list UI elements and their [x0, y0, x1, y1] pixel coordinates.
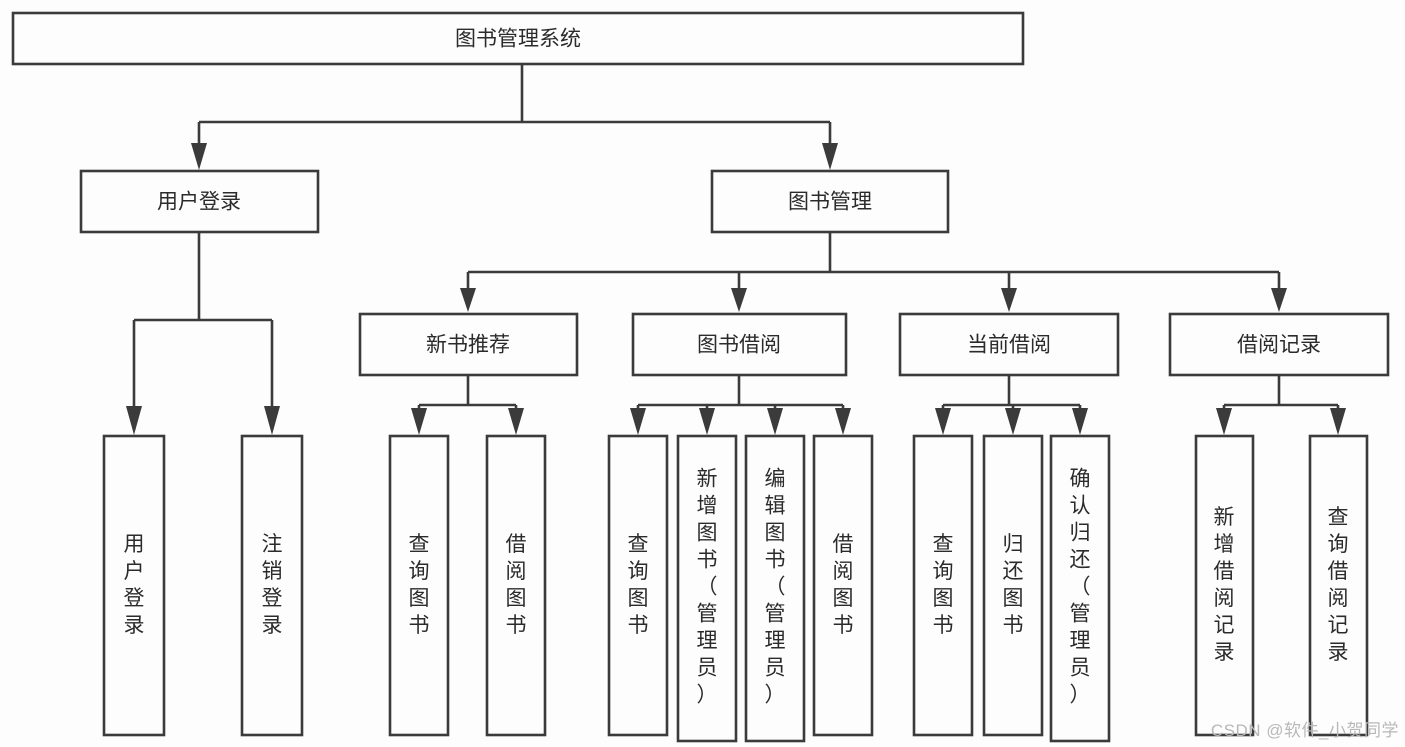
- node-leaf-query-borrow-record-label: 查询借阅记录: [1328, 506, 1349, 664]
- arrow-to-leaf-borrow-book-1: [508, 408, 524, 435]
- arrow-to-leaf-edit-book-admin: [767, 408, 783, 435]
- edge-layer: [126, 64, 1346, 435]
- arrow-to-leaf-add-book-admin: [699, 408, 715, 435]
- node-leaf-return-book-label: 归还图书: [1003, 533, 1024, 637]
- node-leaf-confirm-return-admin-box[interactable]: [1049, 434, 1111, 743]
- node-leaf-add-book-admin[interactable]: 新增图书（管理员）: [676, 434, 738, 743]
- node-leaf-user-login-label: 用户登录: [124, 533, 145, 637]
- arrow-to-leaf-query-book-2: [630, 408, 646, 435]
- node-leaf-query-book-3-label: 查询图书: [933, 533, 954, 637]
- node-leaf-query-book-2[interactable]: 查询图书: [607, 434, 669, 737]
- node-leaf-logout-login[interactable]: 注销登录: [240, 434, 304, 737]
- node-book-borrow-label: 图书借阅: [697, 334, 781, 357]
- node-borrow-record[interactable]: 借阅记录: [1168, 312, 1390, 377]
- node-book-manage[interactable]: 图书管理: [710, 169, 950, 234]
- arrow-to-leaf-logout-login: [264, 406, 280, 435]
- node-leaf-return-book-box[interactable]: [982, 434, 1044, 737]
- node-current-borrow-label: 当前借阅: [967, 334, 1051, 357]
- node-leaf-borrow-book-2[interactable]: 借阅图书: [812, 434, 874, 737]
- node-leaf-edit-book-admin[interactable]: 编辑图书（管理员）: [744, 434, 806, 743]
- arrow-to-leaf-query-book-3: [935, 408, 951, 435]
- node-leaf-confirm-return-admin-label: 确认归还（管理员）: [1070, 468, 1091, 707]
- arrow-to-leaf-query-borrow-record: [1330, 408, 1346, 435]
- node-user-login[interactable]: 用户登录: [79, 169, 320, 234]
- node-leaf-query-borrow-record-box[interactable]: [1308, 434, 1369, 737]
- node-current-borrow-box[interactable]: [898, 312, 1120, 377]
- arrow-to-book-borrow: [731, 288, 747, 312]
- node-new-book-rec-box[interactable]: [358, 312, 579, 377]
- node-leaf-add-borrow-record-label: 新增借阅记录: [1214, 506, 1235, 664]
- node-leaf-edit-book-admin-box[interactable]: [744, 434, 806, 743]
- arrow-to-current-borrow: [1001, 288, 1017, 312]
- node-leaf-borrow-book-2-label: 借阅图书: [833, 533, 854, 637]
- node-leaf-logout-login-box[interactable]: [240, 434, 304, 737]
- node-current-borrow[interactable]: 当前借阅: [898, 312, 1120, 377]
- node-leaf-query-book-1-label: 查询图书: [409, 533, 430, 637]
- csdn-watermark: CSDN @软件_小贺同学: [1210, 721, 1399, 740]
- node-leaf-user-login[interactable]: 用户登录: [102, 434, 166, 737]
- node-leaf-borrow-book-2-box[interactable]: [812, 434, 874, 737]
- node-book-manage-label: 图书管理: [788, 191, 872, 214]
- node-borrow-record-box[interactable]: [1168, 312, 1390, 377]
- node-leaf-add-borrow-record-box[interactable]: [1194, 434, 1255, 737]
- node-leaf-borrow-book-1-box[interactable]: [485, 434, 547, 737]
- node-root-box[interactable]: [11, 11, 1025, 66]
- node-leaf-user-login-box[interactable]: [102, 434, 166, 737]
- arrow-to-leaf-add-borrow-record: [1216, 408, 1232, 435]
- node-root-label: 图书管理系统: [455, 28, 581, 51]
- node-leaf-edit-book-admin-label: 编辑图书（管理员）: [765, 468, 786, 707]
- node-leaf-query-book-2-box[interactable]: [607, 434, 669, 737]
- node-user-login-label: 用户登录: [157, 191, 241, 214]
- node-leaf-query-book-2-label: 查询图书: [628, 533, 649, 637]
- arrow-to-leaf-user-login: [126, 406, 142, 435]
- node-leaf-query-book-1[interactable]: 查询图书: [388, 434, 450, 737]
- node-user-login-box[interactable]: [79, 169, 320, 234]
- node-book-borrow-box[interactable]: [631, 312, 848, 377]
- arrow-to-new-book-rec: [460, 288, 476, 312]
- node-leaf-return-book[interactable]: 归还图书: [982, 434, 1044, 737]
- arrow-to-leaf-borrow-book-2: [835, 408, 851, 435]
- node-leaf-borrow-book-1[interactable]: 借阅图书: [485, 434, 547, 737]
- node-root[interactable]: 图书管理系统: [11, 11, 1025, 66]
- arrow-to-leaf-return-book: [1005, 408, 1021, 435]
- node-leaf-query-book-3-box[interactable]: [912, 434, 974, 737]
- node-new-book-rec-label: 新书推荐: [426, 334, 510, 357]
- arrow-to-leaf-confirm-return-admin: [1072, 408, 1088, 435]
- arrow-to-user-login: [191, 143, 207, 170]
- node-leaf-query-book-3[interactable]: 查询图书: [912, 434, 974, 737]
- node-borrow-record-label: 借阅记录: [1237, 334, 1321, 357]
- arrow-to-borrow-record: [1271, 288, 1287, 312]
- node-book-manage-box[interactable]: [710, 169, 950, 234]
- node-leaf-add-book-admin-label: 新增图书（管理员）: [697, 468, 718, 707]
- node-leaf-logout-login-label: 注销登录: [262, 533, 283, 637]
- arrow-to-book-manage: [822, 143, 838, 170]
- node-leaf-add-borrow-record[interactable]: 新增借阅记录: [1194, 434, 1255, 737]
- node-leaf-add-book-admin-box[interactable]: [676, 434, 738, 743]
- node-new-book-rec[interactable]: 新书推荐: [358, 312, 579, 377]
- node-leaf-query-borrow-record[interactable]: 查询借阅记录: [1308, 434, 1369, 737]
- node-book-borrow[interactable]: 图书借阅: [631, 312, 848, 377]
- node-leaf-query-book-1-box[interactable]: [388, 434, 450, 737]
- node-leaf-borrow-book-1-label: 借阅图书: [506, 533, 527, 637]
- node-leaf-confirm-return-admin[interactable]: 确认归还（管理员）: [1049, 434, 1111, 743]
- arrow-to-leaf-query-book-1: [411, 408, 427, 435]
